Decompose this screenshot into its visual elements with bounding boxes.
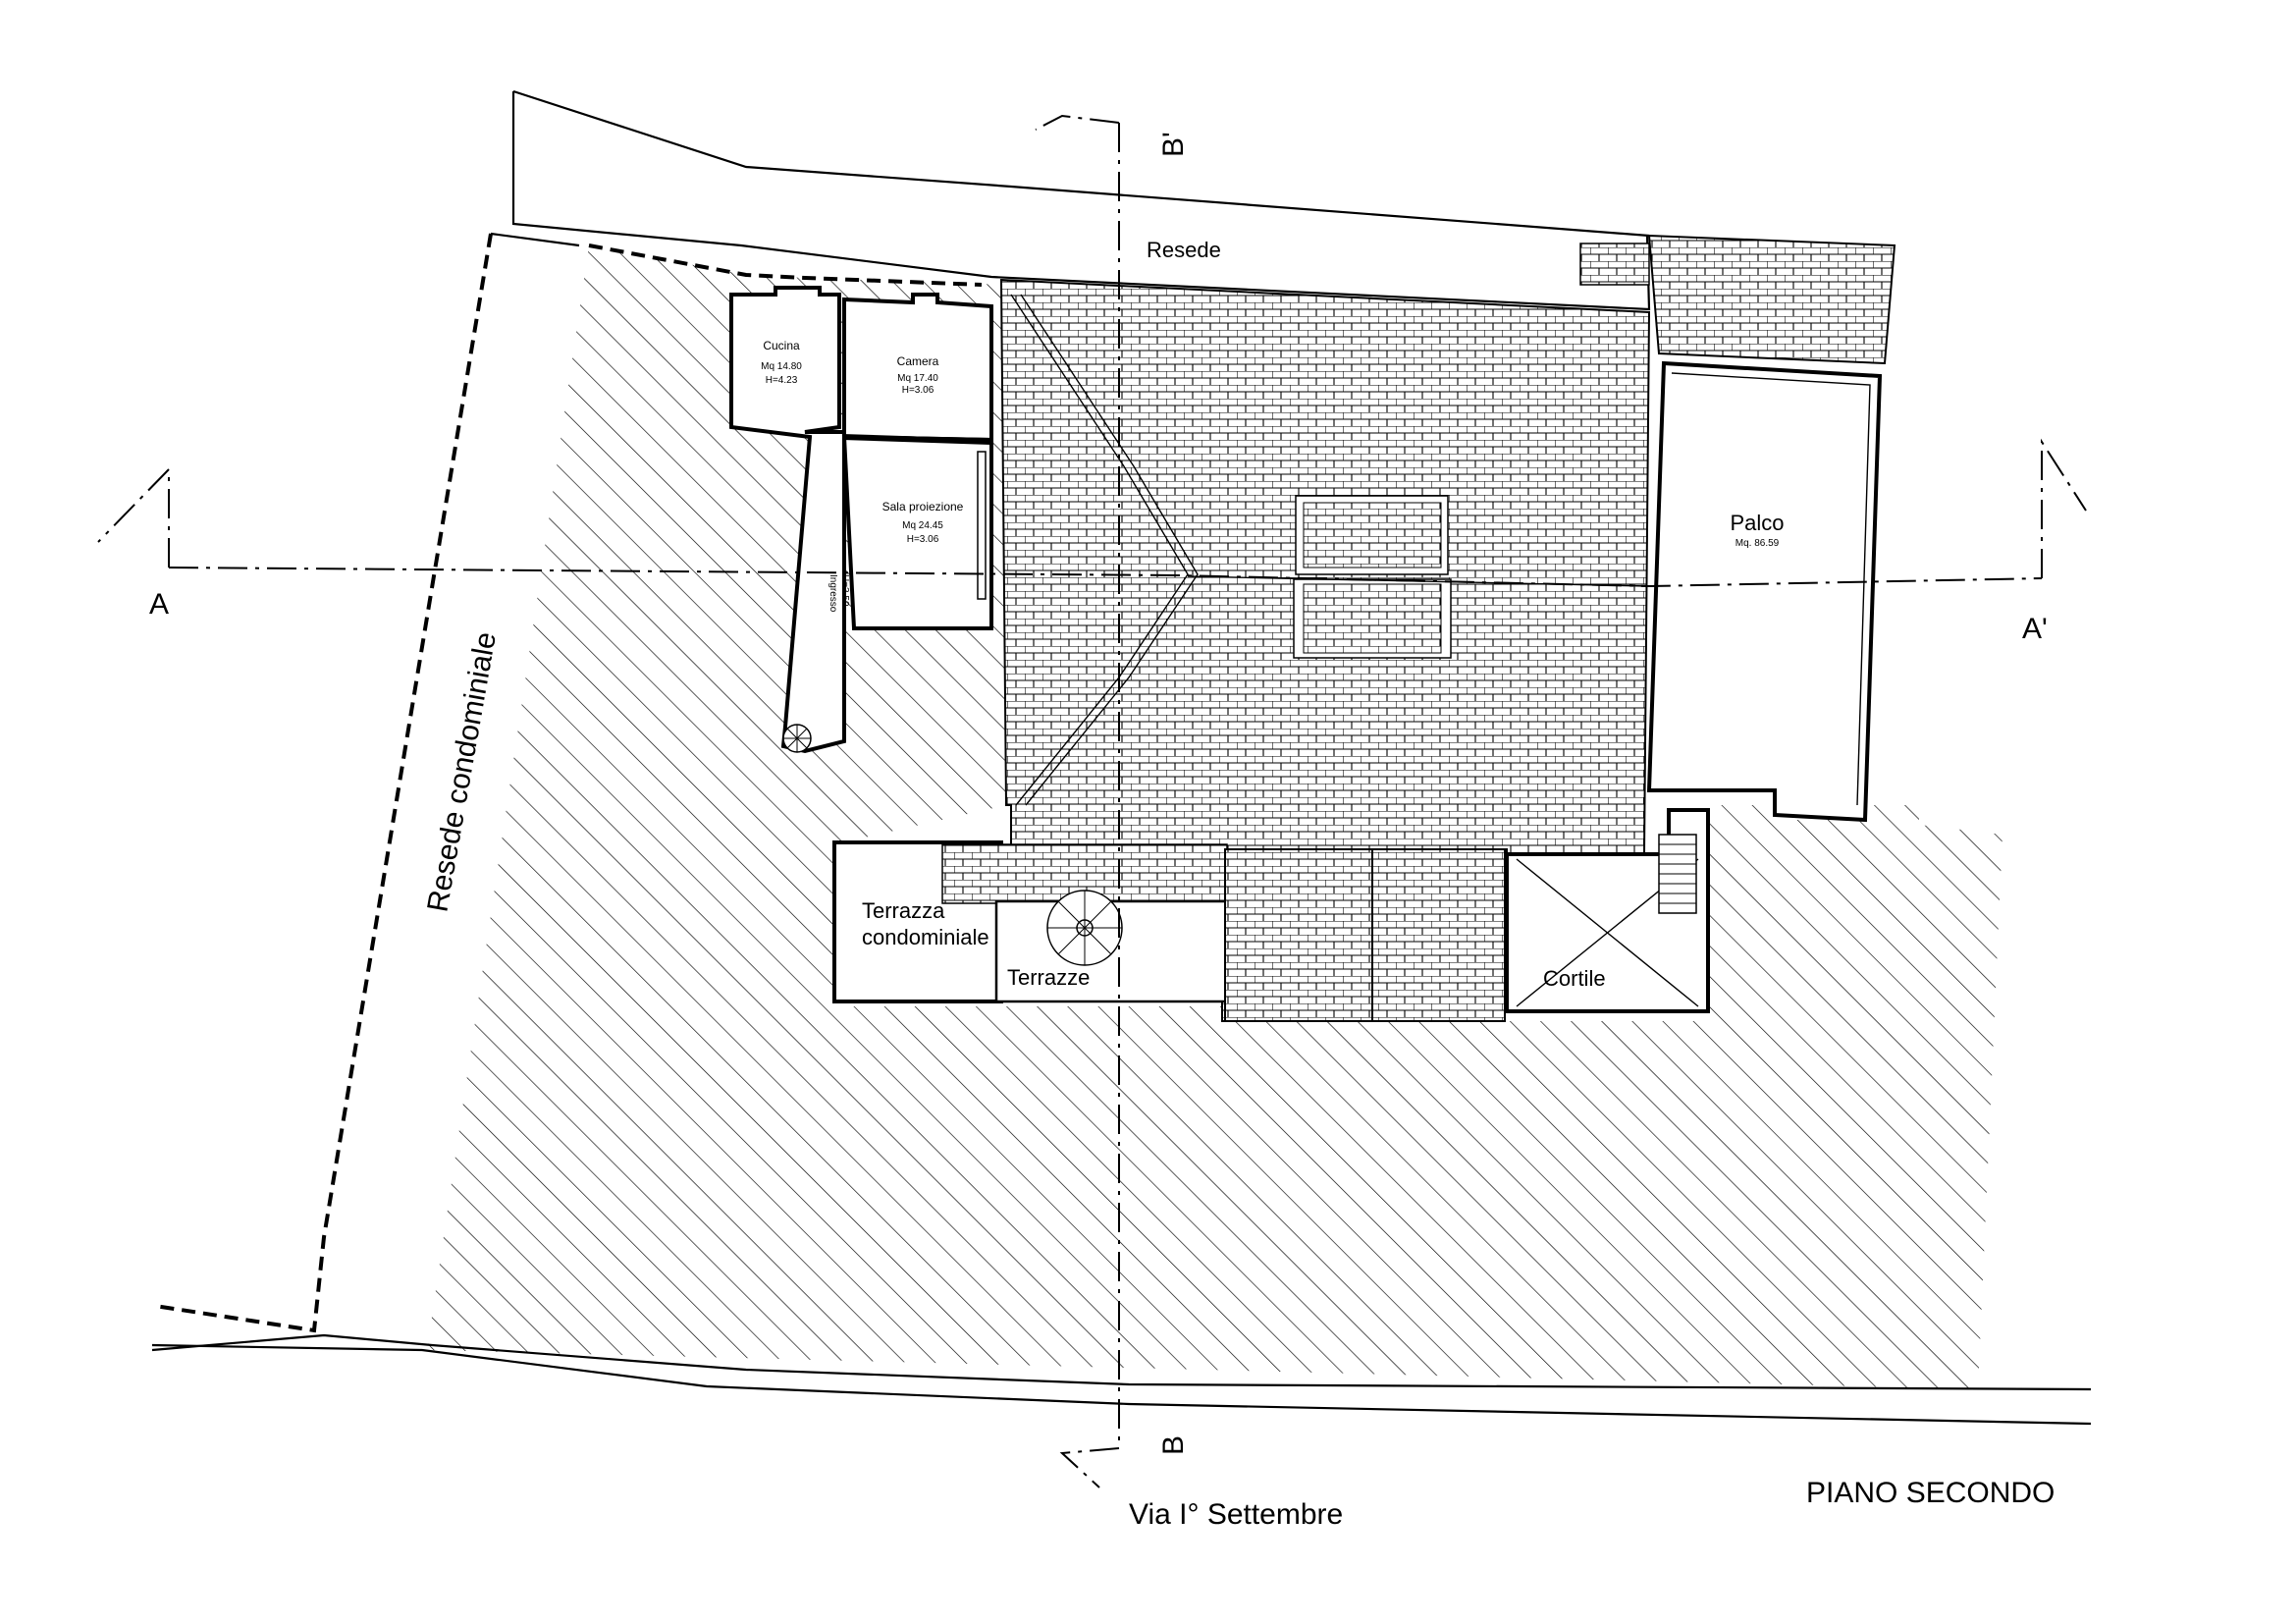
spiral-stair-icon — [1046, 890, 1123, 966]
roof-main — [999, 278, 1651, 1022]
section-b-prime-label: B' — [1157, 132, 1190, 157]
shared-yard-boundary — [154, 233, 493, 1333]
camera-area: Mq 17.40 — [897, 373, 938, 384]
terrazza-condominiale-line1: Terrazza — [862, 898, 945, 923]
ingresso-label: Ingresso — [828, 574, 838, 613]
cucina-label: Cucina — [763, 339, 800, 352]
resede-label: Resede — [1147, 238, 1221, 262]
resede-band — [511, 89, 1651, 311]
stair-icon — [1658, 834, 1697, 914]
cucina-height: H=4.23 — [766, 375, 798, 386]
palco-area: Mq. 86.59 — [1735, 538, 1780, 549]
rooms-upper-left: Cucina Mq 14.80 H=4.23 Camera Mq 17.40 H… — [729, 286, 993, 754]
section-a-label: A — [149, 588, 169, 621]
section-line-a: A A' — [97, 438, 2087, 645]
street-label: Via I° Settembre — [1129, 1498, 1343, 1531]
cortile-label: Cortile — [1543, 966, 1606, 991]
section-line-b: B' B — [1035, 114, 1190, 1488]
ingresso-height: H=3.50 — [839, 574, 850, 607]
camera-label: Camera — [897, 354, 939, 368]
terraces: Terrazza condominiale Terrazze — [832, 840, 1506, 1022]
palco-label: Palco — [1730, 511, 1784, 535]
shared-yard-edge — [490, 232, 580, 247]
cortile: Cortile — [1505, 808, 1710, 1013]
drawing-title: PIANO SECONDO — [1806, 1477, 2055, 1509]
roof-top-right — [1579, 234, 1896, 365]
camera-height: H=3.06 — [902, 385, 934, 396]
terrazza-condominiale-line2: condominiale — [862, 925, 989, 949]
sala-area: Mq 24.45 — [902, 520, 943, 531]
cucina-area: Mq 14.80 — [761, 361, 802, 372]
sala-height: H=3.06 — [907, 534, 939, 545]
street-edges — [151, 1333, 2092, 1426]
room-palco: Palco Mq. 86.59 — [1646, 360, 1883, 823]
property-boundary — [588, 243, 983, 287]
sala-label: Sala proiezione — [882, 500, 964, 514]
terrazze-label: Terrazze — [1007, 965, 1090, 990]
section-a-prime-label: A' — [2022, 613, 2048, 645]
resede-condominiale-label: Resede condominiale — [421, 629, 503, 914]
section-b-label: B — [1157, 1435, 1190, 1455]
